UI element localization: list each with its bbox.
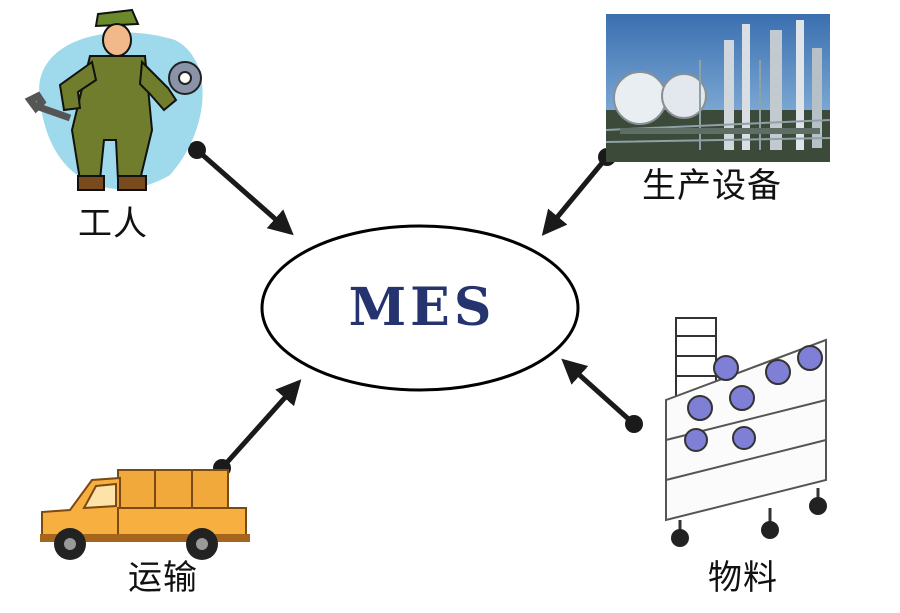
material-label: 物料 bbox=[708, 558, 778, 598]
equipment-label: 生产设备 bbox=[642, 166, 782, 206]
arrow-worker-to-mes bbox=[188, 141, 294, 236]
arrow-transport-to-mes bbox=[213, 379, 302, 477]
transport-label: 运输 bbox=[128, 558, 198, 598]
mes-ellipse bbox=[260, 224, 580, 392]
arrow-equipment-to-mes bbox=[541, 148, 616, 236]
mes-label: MES bbox=[348, 277, 496, 338]
industrial-plant-photo bbox=[605, 14, 831, 162]
truck-icon bbox=[40, 469, 250, 560]
worker-cartoon-icon bbox=[24, 8, 203, 191]
arrow-material-to-mes bbox=[561, 358, 643, 433]
worker-label: 工人 bbox=[78, 204, 148, 244]
material-cart-icon bbox=[665, 317, 827, 547]
